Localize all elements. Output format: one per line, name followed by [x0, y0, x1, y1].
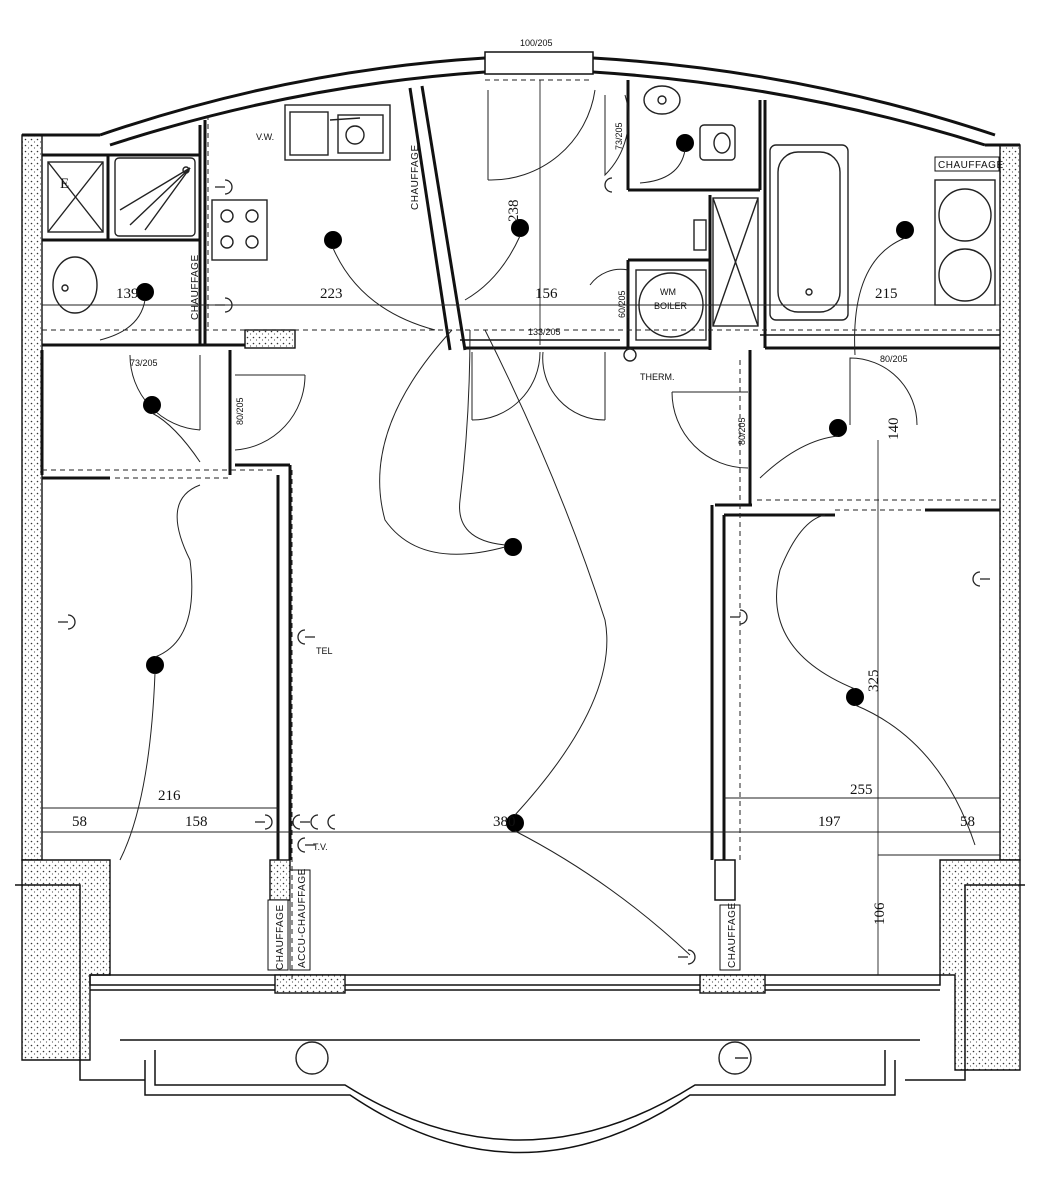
- wm-label: WM: [660, 287, 676, 297]
- vw-label: V.W.: [256, 132, 274, 142]
- lamp-bath-right: [896, 221, 914, 239]
- door-bath-left-label: 73/205: [130, 358, 158, 368]
- door-boiler-label: 60/205: [617, 290, 627, 318]
- dim-216: 216: [158, 788, 181, 804]
- door-top-label: 100/205: [520, 38, 553, 48]
- dimension-labels: 139 223 156 215 238 140 216 58 158 380 3…: [72, 200, 975, 926]
- lamp-closet: [143, 396, 161, 414]
- lamp-wc: [676, 134, 694, 152]
- dim-223: 223: [320, 286, 343, 302]
- dim-106: 106: [872, 902, 888, 925]
- doors: [42, 51, 1000, 980]
- dim-158: 158: [185, 814, 208, 830]
- lamp-living: [504, 538, 522, 556]
- door-right-top-label: 80/205: [880, 354, 908, 364]
- dim-255: 255: [850, 782, 873, 798]
- outer-walls: [15, 56, 1025, 1154]
- room-labels: 100/205 V.W. CHAUFFAGE CHAUFFAGE CHAUFFA…: [130, 38, 1004, 970]
- door-kitchen-label: 133/205: [528, 327, 561, 337]
- ceiling-lights: [136, 134, 914, 832]
- chauffage-left-label: CHAUFFAGE: [190, 254, 201, 320]
- chauffage-kitchen-label: CHAUFFAGE: [410, 144, 421, 210]
- accu-chauffage-label: ACCU-CHAUFFAGE: [297, 868, 308, 968]
- dim-325: 325: [866, 670, 882, 693]
- lamp-bedroom-left: [146, 656, 164, 674]
- dim-58-left: 58: [72, 814, 87, 830]
- tel-label: TEL: [316, 646, 333, 656]
- dim-380: 380: [493, 814, 516, 830]
- chauffage-bottom-label: CHAUFFAGE: [275, 904, 286, 970]
- balcony-lights: [295, 1041, 752, 1075]
- shower-label: E: [60, 176, 69, 192]
- dim-238: 238: [506, 200, 522, 223]
- dim-197: 197: [818, 814, 841, 830]
- wiring: [99, 149, 976, 956]
- chauffage-bottom-right-label: CHAUFFAGE: [727, 902, 738, 968]
- lamp-bath-left: [136, 283, 154, 301]
- lamp-kitchen: [324, 231, 342, 249]
- lamp-corridor-right: [829, 419, 847, 437]
- dim-58-right: 58: [960, 814, 975, 830]
- door-left-bedroom-label: 80/205: [235, 397, 245, 425]
- tv-label: T.V.: [313, 842, 328, 852]
- dim-215: 215: [875, 286, 898, 302]
- door-wc-label: 73/205: [614, 122, 624, 150]
- dim-140: 140: [886, 418, 902, 441]
- chauffage-right-label: CHAUFFAGE: [938, 160, 1004, 171]
- therm-label: THERM.: [640, 372, 675, 382]
- lamp-bedroom-right: [846, 688, 864, 706]
- dim-139: 139: [116, 286, 139, 302]
- door-right-bedroom-label: 80/205: [737, 417, 747, 445]
- dim-156: 156: [535, 286, 558, 302]
- dimension-lines: [42, 80, 1000, 975]
- boiler-label: BOILER: [654, 301, 688, 311]
- outlets: [58, 177, 990, 965]
